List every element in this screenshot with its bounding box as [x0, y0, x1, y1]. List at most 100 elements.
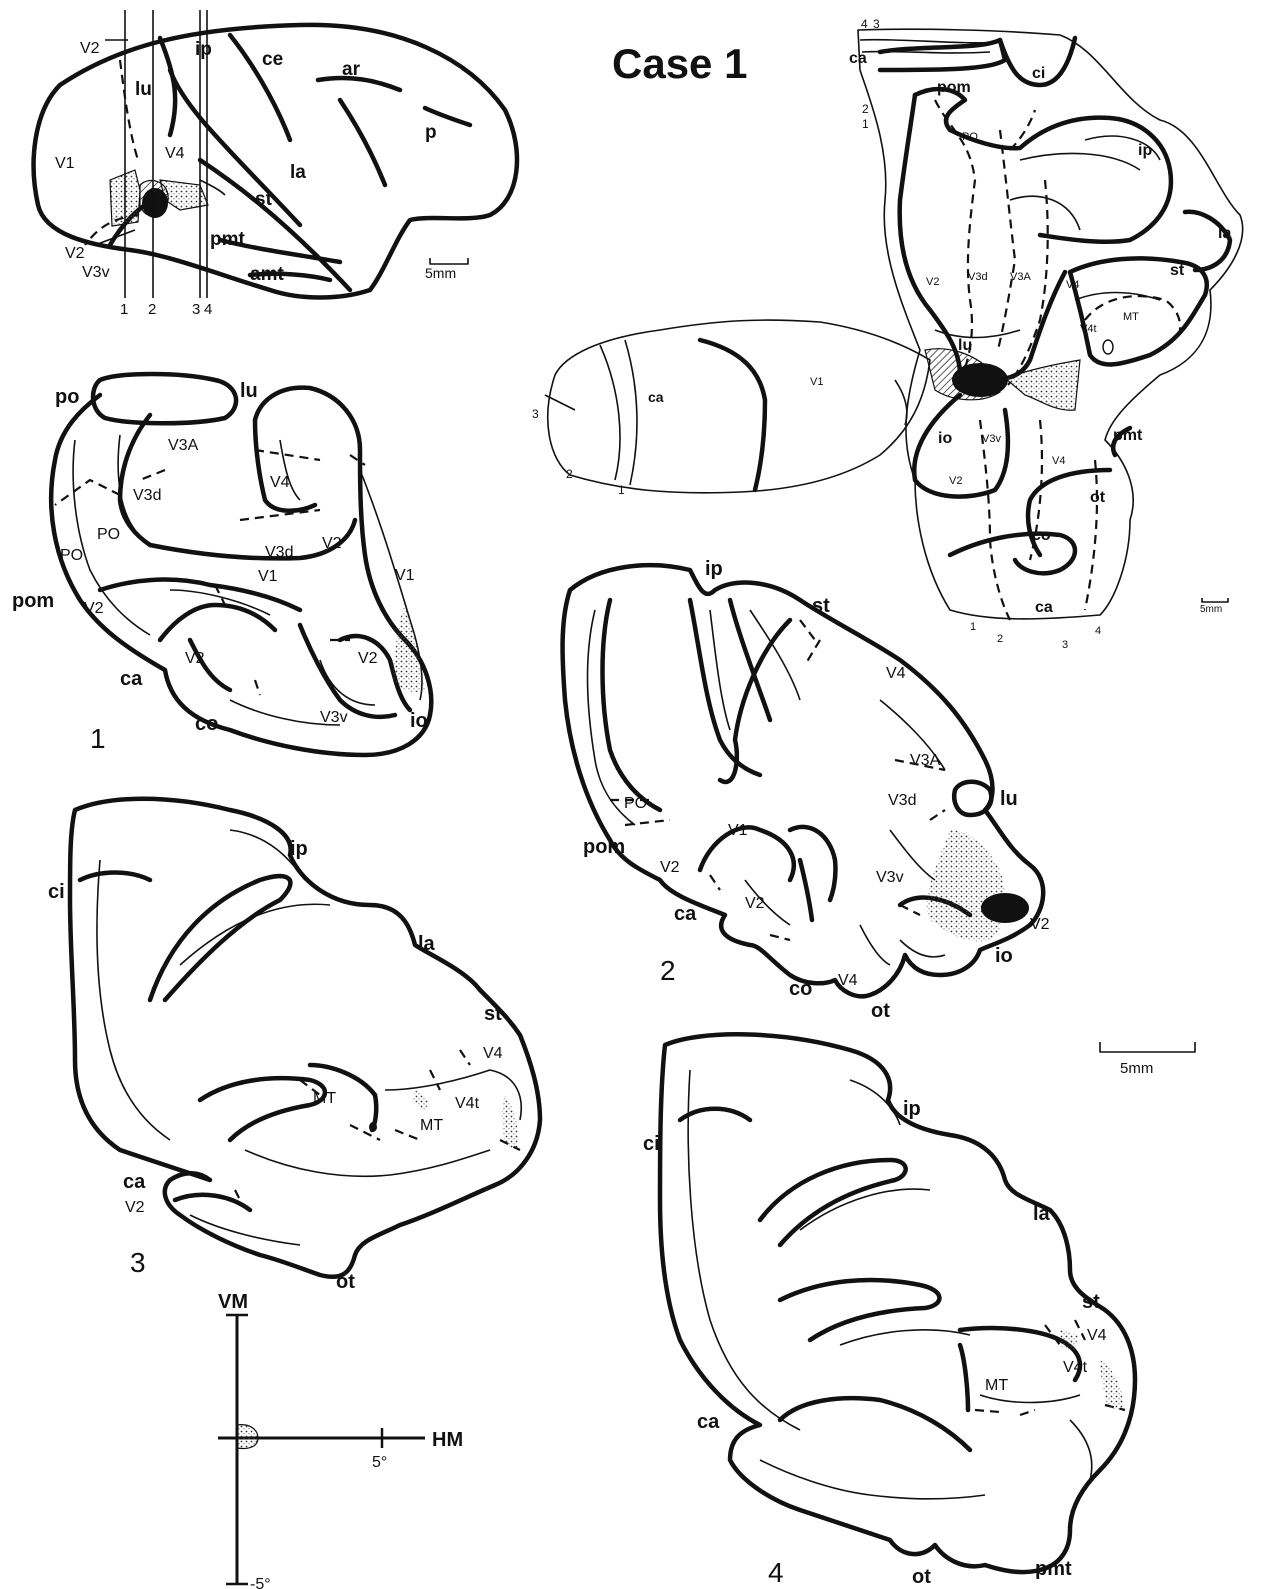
section-line-number: 4: [204, 301, 212, 318]
flatmap-area: V3d: [968, 271, 988, 283]
flatmap-sulcus: ca: [849, 50, 867, 67]
section-area: V3A: [168, 437, 199, 454]
section-area: MT: [985, 1377, 1008, 1394]
flatmap-sulcus: pom: [937, 79, 971, 96]
section-area: V1: [728, 822, 748, 839]
section-sulcus: st: [484, 1003, 502, 1025]
section-area: V2: [1030, 916, 1050, 933]
area-label: V1: [55, 155, 75, 172]
sulcus-label: ce: [262, 49, 283, 70]
section-area: V3d: [133, 487, 161, 504]
flatmap-number: 1: [618, 483, 625, 497]
flatmap-number: 3: [873, 17, 880, 31]
section-line-number: 3: [192, 301, 200, 318]
section-sulcus: co: [789, 978, 812, 1000]
sulcus-label: lu: [135, 79, 152, 100]
section-area: MT: [313, 1090, 336, 1107]
section-sulcus: pom: [12, 590, 54, 612]
flatmap-number: 3: [532, 407, 539, 421]
section-sulcus: lu: [240, 380, 258, 402]
section-area: V3v: [876, 869, 904, 886]
flatmap-number: 3: [1062, 639, 1068, 651]
flatmap-area: V3v: [982, 433, 1001, 445]
section-sulcus: ot: [912, 1566, 931, 1588]
flatmap-area: V3A: [1010, 271, 1031, 283]
sulcus-label: amt: [250, 264, 284, 285]
section-sulcus: ca: [697, 1411, 720, 1433]
section-area: V3d: [888, 792, 916, 809]
section-area: V4: [886, 665, 906, 682]
section-area: V4t: [1063, 1359, 1088, 1376]
flatmap-sulcus: io: [938, 430, 952, 447]
scale-bar-label: 5mm: [1120, 1060, 1153, 1077]
section-area: V4t: [455, 1095, 480, 1112]
flatmap-sulcus: la: [1218, 225, 1231, 242]
flatmap-sulcus: ci: [1032, 65, 1045, 82]
section-sulcus: ip: [705, 558, 723, 580]
sulcus-label: ar: [342, 59, 361, 80]
section-sulcus: co: [195, 713, 218, 735]
section-sulcus: ip: [290, 838, 308, 860]
flatmap-area: V4: [1066, 279, 1079, 291]
sulcus-label: pmt: [210, 229, 246, 250]
section-number: 4: [768, 1557, 784, 1588]
area-label: V2: [65, 245, 85, 262]
section-sulcus: la: [418, 933, 436, 955]
section-area: V4: [838, 972, 858, 989]
sulcus-label: p: [425, 122, 437, 143]
flatmap-area: ca: [648, 389, 664, 405]
section-area: PO: [97, 526, 120, 543]
scale-label: 5mm: [425, 265, 456, 281]
scale-label: 5mm: [1200, 604, 1222, 615]
figure-title: Case 1: [612, 40, 747, 87]
section-sulcus: ot: [871, 1000, 890, 1022]
section-area: V3A: [910, 752, 941, 769]
section-sulcus: io: [995, 945, 1013, 967]
section-area: V2: [185, 650, 205, 667]
section-area: PO: [60, 547, 83, 564]
area-label: V2: [80, 40, 100, 57]
flatmap-number: 2: [862, 102, 869, 116]
flatmap-number: 4: [861, 17, 868, 31]
flatmap-number: 4: [1095, 625, 1101, 637]
flatmap-area: V1: [810, 376, 823, 388]
section-line-number: 2: [148, 301, 156, 318]
section-area: V2: [358, 650, 378, 667]
flatmap-sulcus: ip: [1138, 142, 1152, 159]
visual-field-diagram: VM HM 5° -5°: [218, 1291, 463, 1589]
section-area: PO: [624, 795, 647, 812]
section-area: V2: [660, 859, 680, 876]
section-area: MT: [420, 1117, 443, 1134]
section-number: 3: [130, 1247, 146, 1278]
flatmap-sulcus: lu: [958, 337, 972, 354]
flatmap-sulcus: st: [1170, 262, 1185, 279]
area-label: V3v: [82, 264, 110, 281]
section-area: V4: [1087, 1327, 1107, 1344]
hm-label: HM: [432, 1429, 463, 1451]
section-sulcus: io: [410, 710, 428, 732]
section-area: V2: [125, 1199, 145, 1216]
flatmap-sulcus: ot: [1090, 489, 1106, 506]
section-3: ip ci la st ca ot V4 MT MT V4t V2 3: [48, 799, 540, 1293]
section-area: V4: [483, 1045, 503, 1062]
section-sulcus: ci: [48, 881, 65, 903]
section-sulcus: po: [55, 386, 79, 408]
flatmap-number: 2: [566, 467, 573, 481]
section-number: 1: [90, 723, 106, 754]
section-area: V1: [395, 567, 415, 584]
flatmap: 3 4 2 1 ca ci pom ip la st lu io pmt ot …: [532, 17, 1243, 651]
y-tick-label: -5°: [250, 1576, 271, 1589]
flatmap-area: PO: [962, 131, 978, 143]
sulcus-label: la: [290, 162, 306, 183]
section-number: 2: [660, 955, 676, 986]
flatmap-area: V4: [1052, 455, 1065, 467]
section-1: po lu pom ca co io V3A V4 V3d PO PO V3d …: [12, 374, 431, 755]
section-area: V3d: [265, 544, 293, 561]
section-area: V4: [270, 474, 290, 491]
flatmap-sulcus: co: [1032, 527, 1051, 544]
flatmap-area: MT: [1123, 311, 1139, 323]
section-sulcus: ca: [120, 668, 143, 690]
flatmap-number: 1: [862, 117, 869, 131]
x-tick-label: 5°: [372, 1454, 387, 1471]
sulcus-label: st: [255, 189, 273, 210]
